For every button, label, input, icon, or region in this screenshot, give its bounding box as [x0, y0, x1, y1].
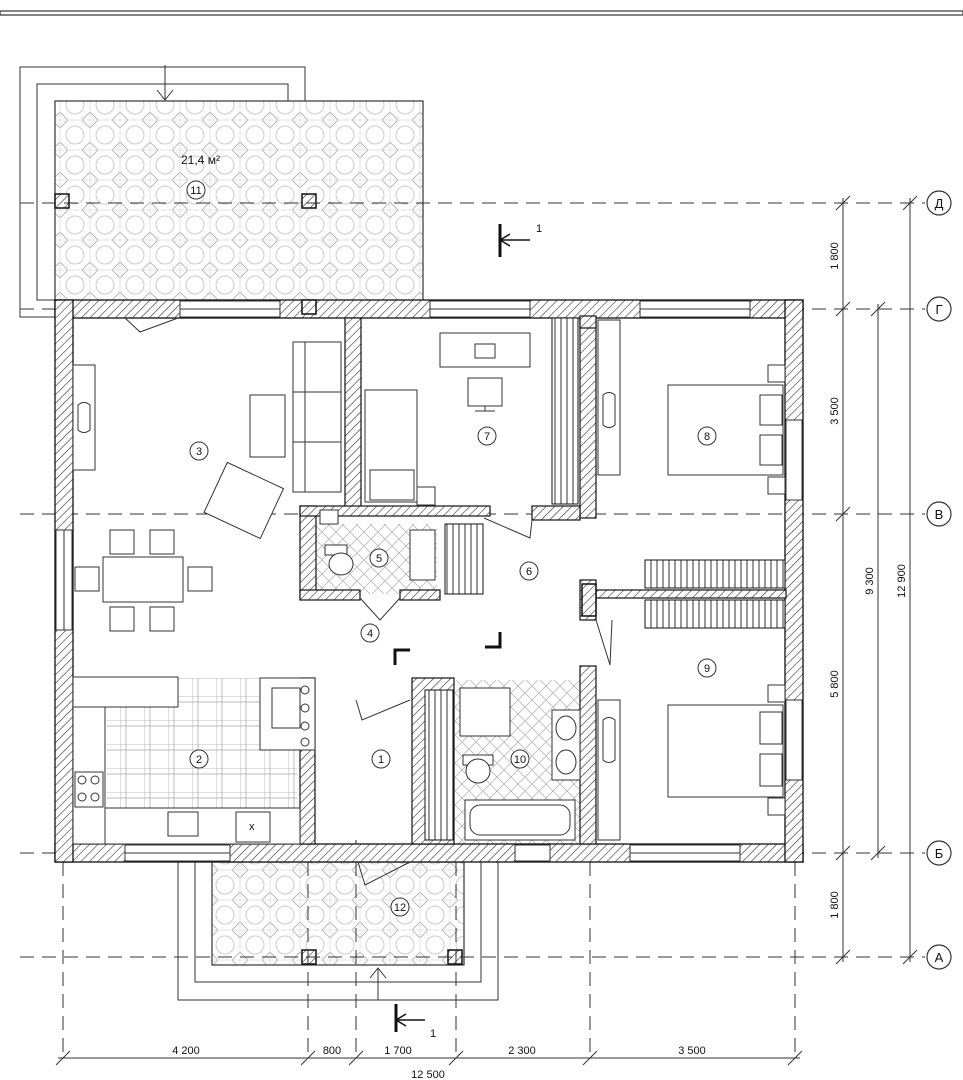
terrace-bottom	[177, 861, 499, 1001]
right-dimensions	[835, 195, 918, 965]
room-8: 8	[704, 431, 710, 443]
terrace-top	[19, 65, 424, 318]
room-9: 9	[704, 663, 710, 675]
dim-right-total: 12 900	[896, 564, 908, 598]
room-7: 7	[484, 431, 490, 443]
room-12: 12	[394, 902, 406, 914]
room-1: 1	[378, 754, 384, 766]
section-arrow-top	[498, 233, 530, 247]
room-6: 6	[526, 566, 532, 578]
windows	[55, 300, 803, 862]
sheet-frame	[0, 10, 963, 16]
dim-right-inner: 9 300	[864, 567, 876, 595]
dim-bottom-2: 800	[323, 1045, 341, 1057]
dim-right-r1: 3 500	[829, 397, 841, 425]
room-5: 5	[376, 553, 382, 565]
dim-bottom-1: 4 200	[172, 1045, 200, 1057]
axis-b: Б	[935, 846, 944, 861]
axis-bubbles	[926, 190, 952, 970]
room-3: 3	[196, 446, 202, 458]
doors	[124, 317, 613, 886]
wc-fixtures	[319, 509, 436, 581]
office-furniture	[364, 332, 531, 506]
wardrobes	[424, 317, 786, 841]
cooktop-mark: x	[249, 821, 255, 833]
bedroom-8-furniture	[597, 319, 786, 495]
axis-v: В	[935, 507, 944, 522]
dim-total: 12 500	[411, 1069, 445, 1080]
bottom-dimensions	[55, 1050, 803, 1066]
dim-right-top: 1 800	[829, 242, 841, 270]
dim-right-r2: 5 800	[829, 670, 841, 698]
section-label-top: 1	[536, 223, 542, 235]
room-2: 2	[196, 754, 202, 766]
kitchen-furniture	[72, 676, 316, 845]
dim-bottom-3: 1 700	[384, 1045, 412, 1057]
living-furniture	[72, 341, 342, 632]
section-arrow-bottom	[394, 1013, 425, 1027]
room-4: 4	[367, 628, 373, 640]
dim-right-bottom: 1 800	[829, 891, 841, 919]
axis-d: Д	[935, 196, 944, 211]
room-markers	[186, 180, 717, 917]
room-11: 11	[190, 185, 201, 197]
axis-g: Г	[935, 302, 942, 317]
dim-bottom-5: 3 500	[678, 1045, 706, 1057]
bedroom-9-furniture	[597, 684, 786, 841]
dim-bottom-4: 2 300	[508, 1045, 536, 1057]
terrace-area: 21,4 м²	[181, 153, 220, 167]
section-marks	[393, 224, 502, 1032]
room-10: 10	[514, 754, 526, 766]
section-label-bottom: 1	[430, 1028, 436, 1040]
columns	[301, 299, 597, 617]
axis-a: А	[935, 950, 944, 965]
bath-fixtures	[459, 687, 581, 841]
